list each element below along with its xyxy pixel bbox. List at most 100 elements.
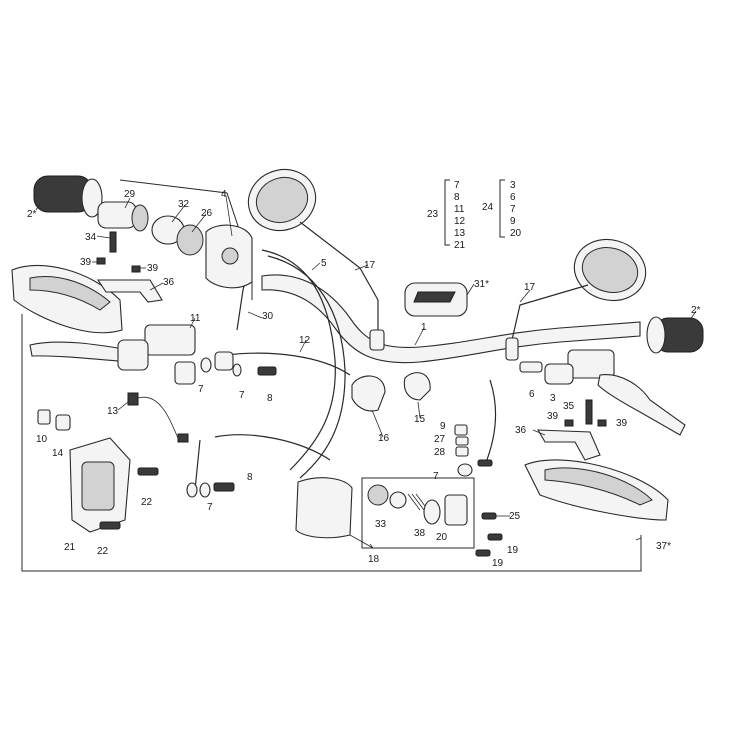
clutch-lever-right: [597, 374, 686, 436]
label-7-d: 7: [433, 471, 439, 482]
part-14: [55, 414, 71, 431]
kit-23-list: 7 8 11 12 13 21: [454, 180, 466, 251]
label-4: 4: [221, 189, 227, 200]
callout-labels: 2* 29 4 32 26 34 39 39 36 11 5 17 12 30 …: [27, 189, 701, 569]
washer-7-a: [200, 357, 212, 373]
label-36-right: 36: [515, 425, 527, 436]
handguard-right-insert: [544, 467, 653, 506]
label-20: 20: [436, 532, 448, 543]
label-3: 3: [550, 393, 556, 404]
kit-23-item: 12: [454, 216, 466, 227]
label-24: 24: [482, 202, 494, 213]
kit-24-item: 9: [510, 216, 516, 227]
kit-24-list: 3 6 7 9 20: [510, 180, 522, 239]
label-33: 33: [375, 519, 387, 530]
label-39-c: 39: [547, 411, 559, 422]
label-29: 29: [124, 189, 136, 200]
master-cylinder-left: [144, 324, 196, 356]
leader-lines: [35, 195, 697, 549]
handguard-kit-frame: [21, 314, 642, 572]
cover-31-emblem: [413, 291, 456, 303]
mirror-left-glass: [255, 176, 309, 224]
label-38: 38: [414, 528, 426, 539]
kit-23-item: 21: [454, 240, 466, 251]
label-11: 11: [190, 313, 201, 324]
kit-24-item: 7: [510, 204, 516, 215]
label-7-a: 7: [198, 384, 204, 395]
label-27: 27: [434, 434, 446, 445]
label-22-a: 22: [141, 497, 153, 508]
mirror-left-stem: [299, 221, 379, 335]
switch-6: [519, 361, 543, 373]
cylinder-20: [444, 494, 468, 526]
part-10: [37, 409, 51, 425]
clutch-cable: [484, 379, 497, 466]
label-16: 16: [378, 433, 390, 444]
switch-16: [351, 375, 386, 412]
label-12: 12: [299, 335, 311, 346]
kit-23-item: 13: [454, 228, 466, 239]
grip-right-flange: [646, 316, 666, 354]
label-8-a: 8: [267, 393, 273, 404]
part-9: [454, 424, 468, 436]
reservoir-right: [544, 363, 574, 385]
handlebar: [261, 274, 641, 364]
ring-38: [423, 499, 441, 525]
label-34: 34: [85, 232, 97, 243]
lever-pivot-left: [117, 339, 149, 371]
label-17-left: 17: [364, 260, 376, 271]
bolt-34: [109, 231, 117, 253]
label-22-b: 22: [97, 546, 109, 557]
master-cylinder-right: [567, 349, 615, 379]
label-19-b: 19: [492, 558, 504, 569]
bolt-19-a: [487, 533, 503, 541]
label-26: 26: [201, 208, 213, 219]
brake-lever-left: [29, 341, 133, 363]
label-10: 10: [36, 434, 48, 445]
mirror-left-clamp: [369, 329, 385, 351]
brake-hose-upper: [224, 352, 351, 376]
screw-39-a: [96, 257, 106, 265]
kit-18-box: [361, 477, 475, 549]
kit-24-bracket: [499, 179, 505, 238]
label-2-right: 2*: [691, 305, 701, 316]
mirror-right-glass: [581, 247, 639, 293]
label-30: 30: [262, 311, 274, 322]
bolt-25: [481, 512, 497, 520]
handguard-right: [524, 459, 669, 521]
label-1: 1: [421, 322, 427, 333]
bolt-8-b: [213, 482, 235, 492]
kit-24-item: 6: [510, 192, 516, 203]
label-39-b: 39: [147, 263, 159, 274]
label-36-left: 36: [163, 277, 175, 288]
label-25: 25: [509, 511, 521, 522]
label-23: 23: [427, 209, 439, 220]
kit-23-item: 8: [454, 192, 460, 203]
screw-39-c: [564, 419, 574, 427]
handguard-left-insert: [29, 276, 111, 311]
part-28: [455, 446, 469, 457]
kit-23-item: 7: [454, 180, 460, 191]
label-15: 15: [414, 414, 426, 425]
switch-15: [403, 372, 431, 401]
throttle-tube: [97, 201, 137, 229]
label-14: 14: [52, 448, 64, 459]
grip-left-flange: [81, 178, 103, 218]
label-37: 37*: [656, 541, 671, 552]
screw-39-d: [597, 419, 607, 427]
brake-hose-end: [194, 439, 201, 491]
reservoir-clamp-left: [174, 361, 196, 385]
washer-7-c: [186, 482, 198, 498]
mirror-right-clamp: [505, 337, 519, 361]
label-13: 13: [107, 406, 119, 417]
bolt-8-a: [257, 366, 277, 376]
bracket-left: [96, 279, 163, 303]
bracket-right: [537, 429, 601, 461]
bolt-22-a: [137, 467, 159, 476]
throttle-tube-end: [131, 204, 149, 232]
sensor-13: [127, 392, 139, 406]
label-8-b: 8: [247, 472, 253, 483]
mirror-right-stem: [511, 284, 589, 341]
